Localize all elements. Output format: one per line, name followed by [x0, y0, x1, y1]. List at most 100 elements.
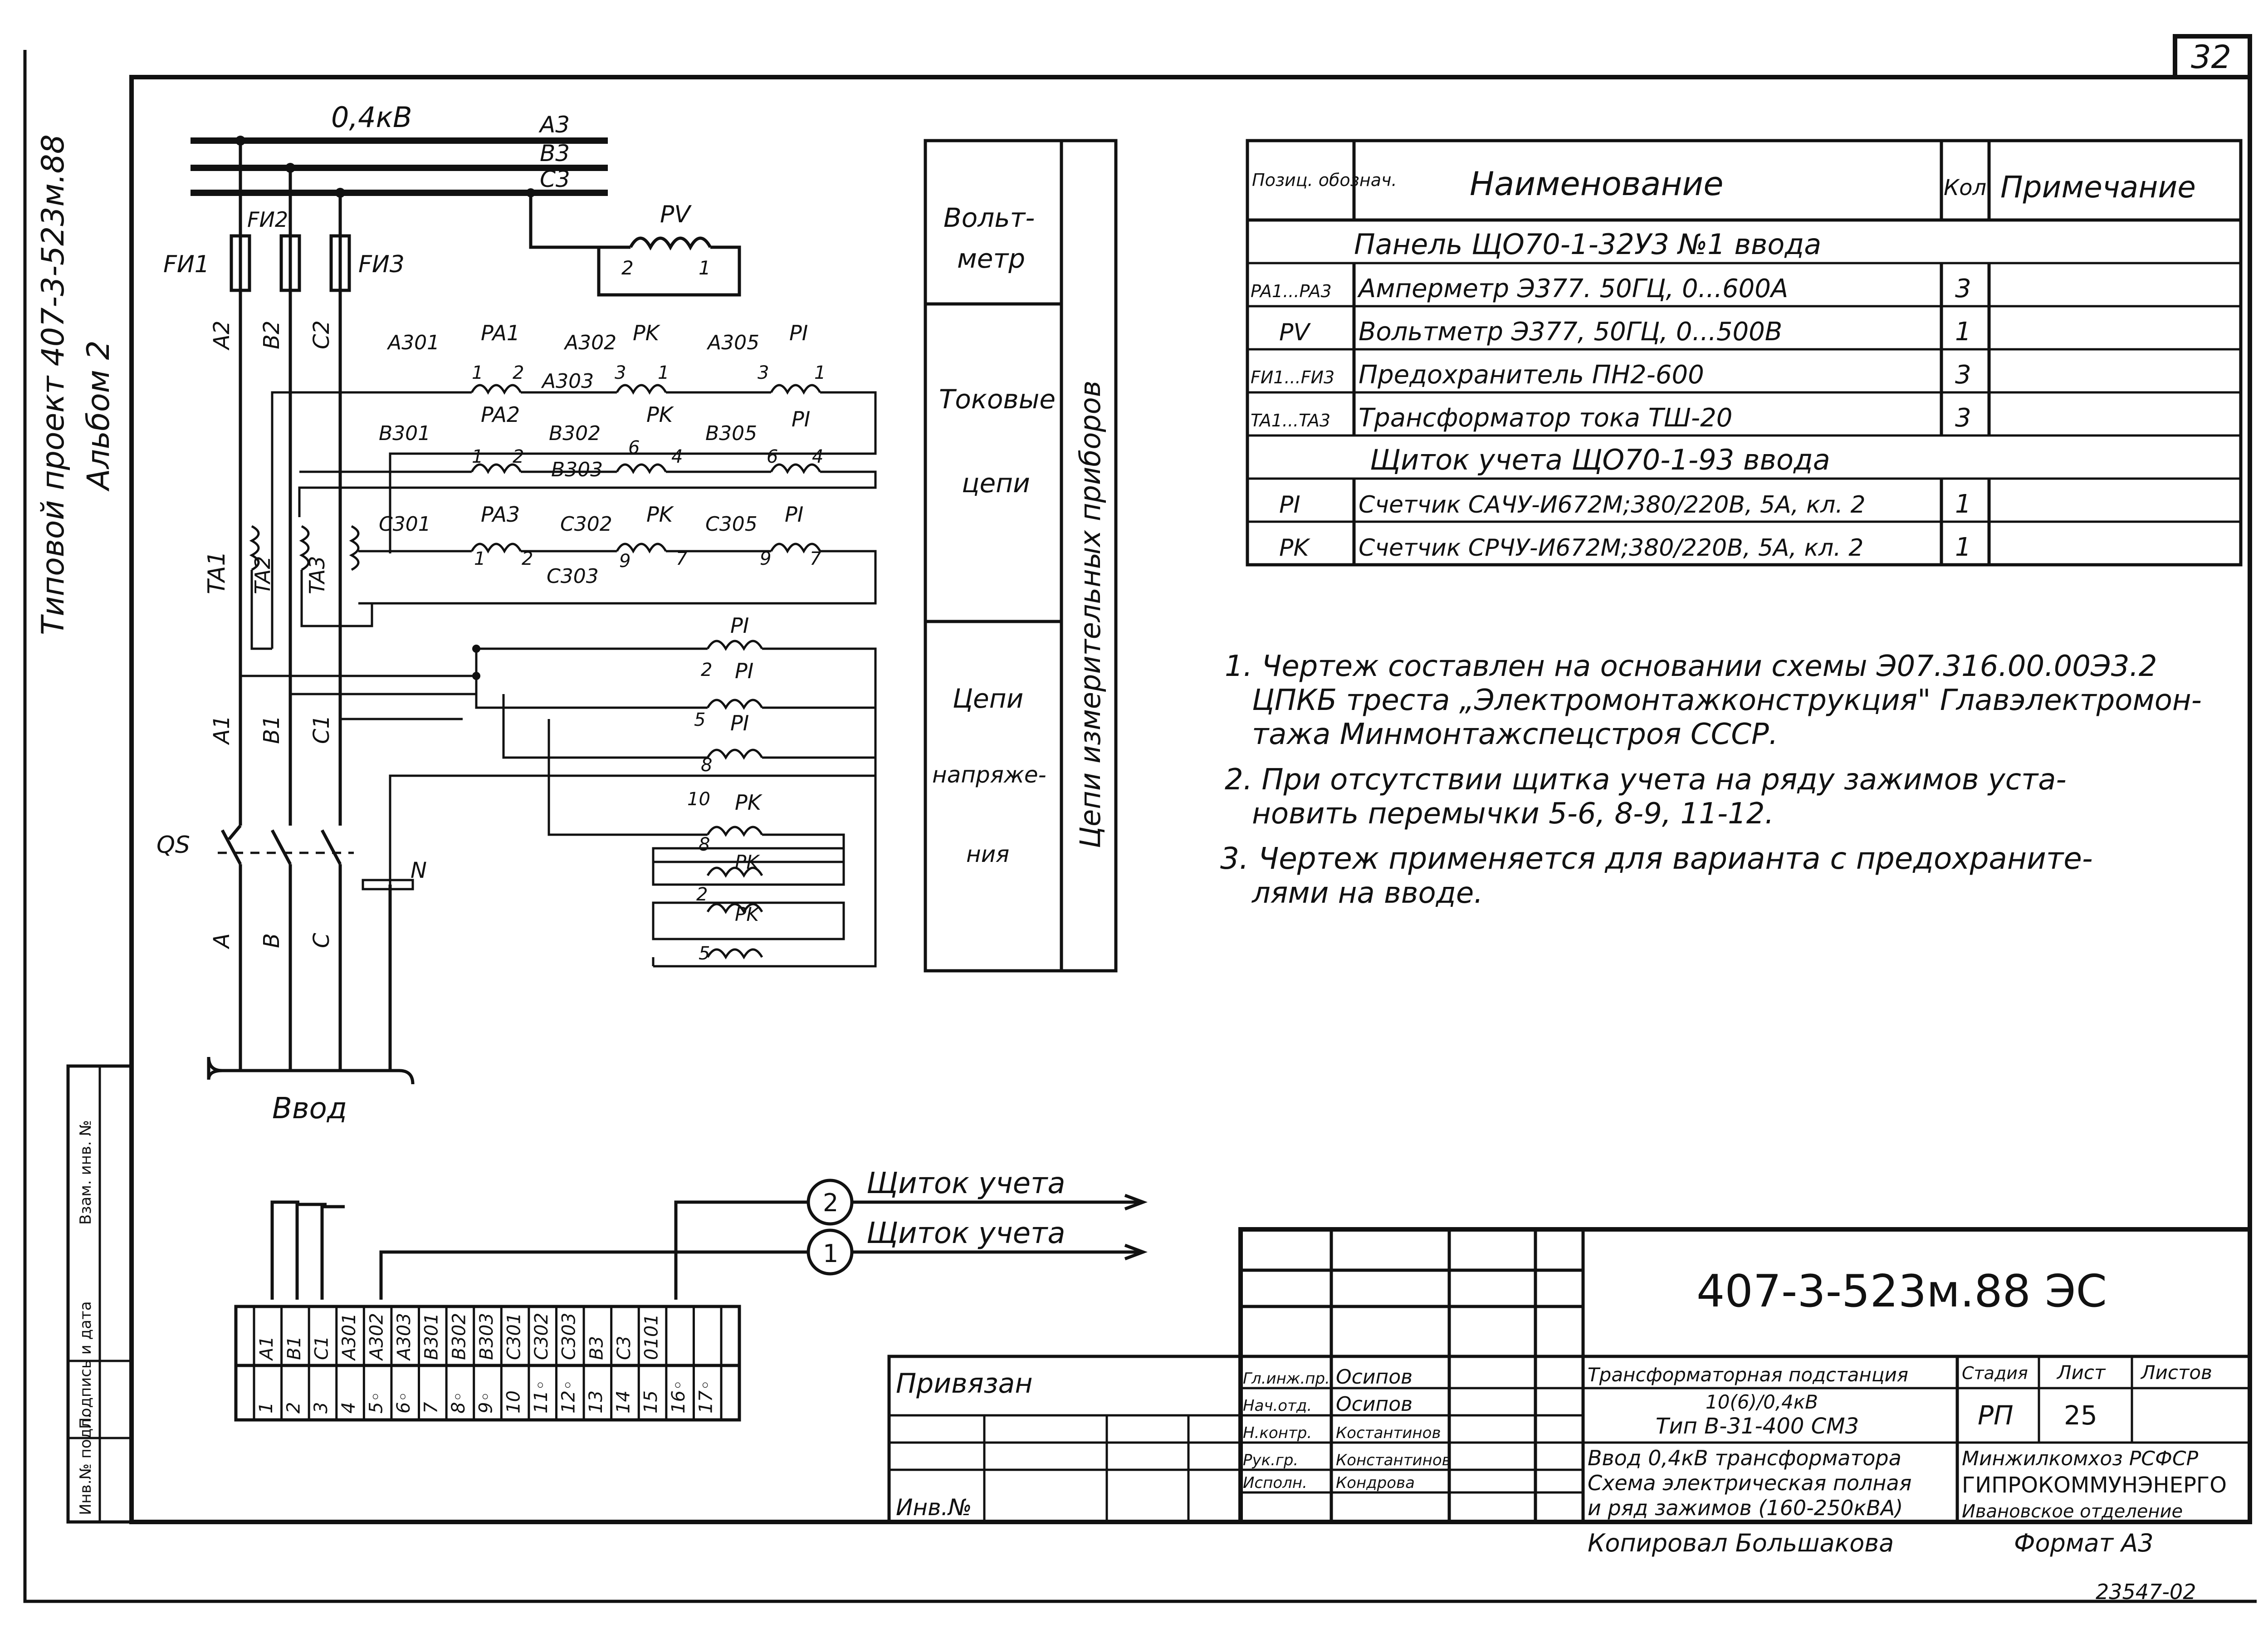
phase-letter-b: В [259, 933, 284, 948]
note-line-2: ЦПКБ треста „Электромонтажконструкция" Г… [1252, 684, 2202, 717]
row-c-pi-pin2: 7 [810, 548, 821, 569]
staff-name-4: Кондрова [1336, 1474, 1415, 1492]
row-a-pi-pin2: 1 [814, 362, 826, 383]
section-voltage-2: напряже- [932, 762, 1046, 788]
row-a-w2: А302 [563, 331, 616, 354]
terminal-number: 6◦ [393, 1391, 414, 1414]
spec-row6-name: Счетчик СРЧУ-И672М;380/220В, 5А, кл. 2 [1359, 534, 1863, 562]
row-c-pa: PA3 [481, 502, 520, 527]
vcoil-7-pin: 5 [699, 943, 710, 964]
vcoil-2-pin: 5 [694, 709, 705, 730]
margin-label-sign: Подпись и дата [77, 1301, 95, 1429]
spec-row2-name: Вольтметр Э377, 50ГЦ, 0...500В [1359, 317, 1782, 347]
fuse-label-2: FИ2 [247, 207, 288, 232]
breaker-label: QS [156, 832, 190, 859]
sheet-header: Лист [2056, 1361, 2106, 1384]
terminal-number: 15 [640, 1390, 661, 1414]
row-a-w3: А303 [541, 370, 594, 393]
drawing-line-3: и ряд зажимов (160-250кВА) [1588, 1496, 1903, 1520]
terminal-number: 3 [311, 1402, 332, 1414]
spec-row3-qty: 3 [1955, 360, 1971, 390]
staff-role-3: Рук.гр. [1243, 1451, 1298, 1469]
staff-role-1: Нач.отд. [1243, 1397, 1312, 1415]
row-b-pa: PA2 [481, 402, 520, 427]
org-line-2: ГИПРОКОММУНЭНЕРГО [1962, 1473, 2227, 1498]
note-line-1: 1. Чертеж составлен на основании схемы Э… [1225, 650, 2157, 683]
voltmeter-pin-1: 1 [699, 257, 711, 279]
sheet-number: 32 [2191, 39, 2231, 76]
ct-label-3: TA3 [305, 556, 329, 594]
vcoil-5-name: PK [735, 851, 760, 873]
vcoil-2-name: PI [730, 711, 749, 735]
accounting-label-2: Щиток учета [866, 1167, 1066, 1200]
spec-row6-pos: PK [1279, 534, 1310, 562]
ct-label-1: TA1 [203, 551, 230, 594]
row-a-pk-pin2: 1 [658, 362, 669, 383]
terminal-wire-label: А1 [256, 1336, 277, 1361]
object-line-3: Тип В-31-400 СМ3 [1656, 1414, 1859, 1439]
object-line-2: 10(6)/0,4кВ [1706, 1391, 1818, 1413]
spec-header-name: Наименование [1470, 165, 1724, 203]
section-voltmeter-2: метр [957, 243, 1025, 274]
sheet-value: 25 [2064, 1400, 2097, 1431]
circuit-section-box [924, 139, 1118, 973]
breaker-qs [218, 824, 354, 1071]
spec-row1-qty: 3 [1955, 274, 1971, 303]
paper-format: Формат А3 [2014, 1529, 2154, 1557]
org-line-3: Ивановское отделение [1962, 1501, 2183, 1522]
spec-header-qty: Кол. [1944, 175, 1993, 201]
spec-row2-pos: PV [1279, 319, 1311, 346]
terminal-wire-label: С301 [503, 1313, 524, 1360]
wire-a1: А1 [209, 715, 235, 745]
voltmeter-label: PV [660, 201, 692, 228]
row-c-pa-pin2: 2 [522, 548, 533, 569]
terminal-number: 9◦ [476, 1391, 497, 1414]
row-a-pk-pin1: 3 [615, 362, 626, 383]
wire-b2: В2 [259, 321, 284, 349]
margin-label-inv: Инв.№ подл. [77, 1414, 95, 1515]
section-current-1: Токовые [939, 384, 1056, 415]
terminal-number: 1 [256, 1402, 277, 1414]
staff-name-3: Константинов [1336, 1451, 1451, 1469]
side-stamp-project: Типовой проект 407-3-523м.88 [35, 134, 71, 635]
staff-role-2: Н.контр. [1243, 1424, 1312, 1442]
row-b-w3: В303 [551, 458, 603, 481]
neutral-label: N [411, 858, 427, 883]
row-c-w3: С303 [547, 565, 599, 588]
vcoil-5-pin: 8 [699, 834, 710, 855]
terminal-number: 17◦ [695, 1380, 716, 1414]
fuse-label-3: FИ3 [358, 251, 405, 278]
vcoil-3-pin: 8 [701, 755, 712, 776]
spec-row4-qty: 3 [1955, 403, 1971, 433]
terminal-number: 4 [338, 1402, 359, 1414]
terminal-wire-label: А303 [394, 1313, 415, 1361]
section-voltage-3: ния [966, 841, 1009, 867]
spec-table [1246, 139, 2243, 567]
row-c-pk-pin1: 9 [619, 551, 631, 572]
spec-header-pos: Позиц. обознач. [1252, 170, 1397, 190]
row-b-pi-pin1: 6 [767, 446, 778, 467]
voltage-circuit-block [240, 640, 877, 968]
spec-row4-name: Трансформатор тока ТШ-20 [1359, 403, 1732, 433]
input-label: Ввод [272, 1092, 347, 1125]
row-b-pk-pin1: 6 [628, 437, 640, 458]
drawing-line-2: Схема электрическая полная [1588, 1471, 1911, 1495]
row-a-pa-pin2: 2 [513, 362, 524, 383]
terminal-wire-label: В1 [284, 1336, 305, 1360]
row-c-pk: PK [646, 502, 675, 527]
row-b-w4: В305 [705, 422, 757, 445]
accounting-label-1: Щиток учета [866, 1217, 1066, 1250]
staff-name-1: Осипов [1336, 1393, 1413, 1416]
stage-header: Стадия [1962, 1363, 2028, 1383]
bottom-number: 23547-02 [2096, 1580, 2196, 1604]
terminal-wire-label: А301 [339, 1313, 360, 1361]
terminal-number: 13 [586, 1390, 606, 1414]
spec-row2-qty: 1 [1955, 317, 1971, 347]
row-b-pa-pin2: 2 [513, 446, 524, 467]
terminal-wire-label: В303 [476, 1313, 497, 1360]
sheets-header: Листов [2140, 1361, 2212, 1384]
terminal-wire-label: С303 [559, 1313, 580, 1360]
terminal-wire-label: 0101 [641, 1314, 662, 1360]
row-b-pk-pin2: 4 [671, 446, 683, 467]
terminal-number: 8◦ [448, 1391, 469, 1414]
